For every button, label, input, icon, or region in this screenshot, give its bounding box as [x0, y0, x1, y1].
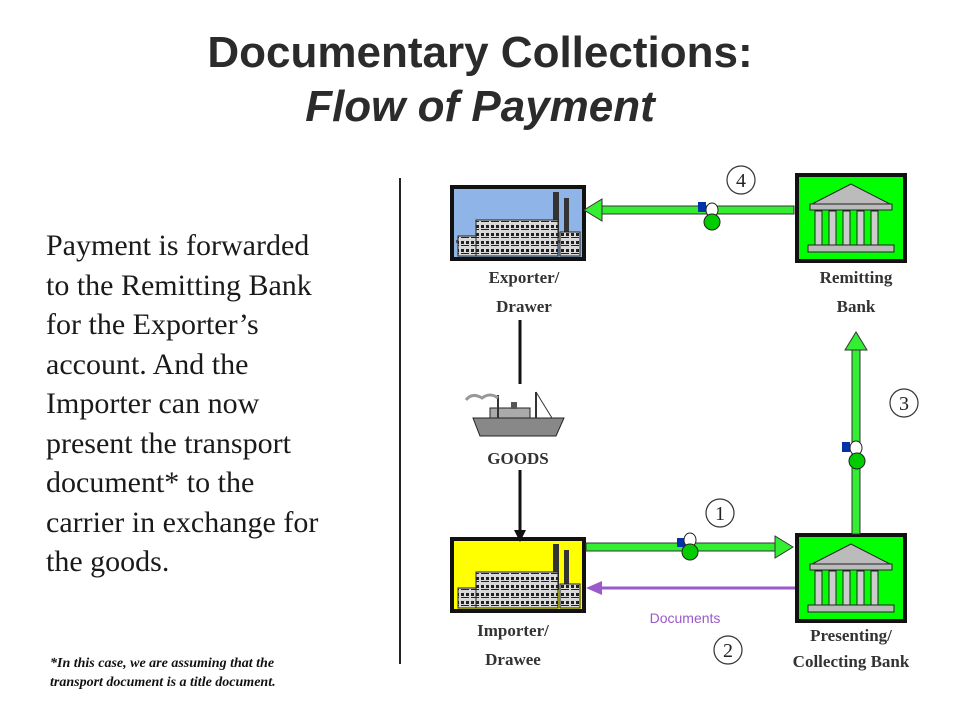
presenting-label-line-1: Presenting/: [810, 626, 892, 645]
money-bag-icon-1: [677, 532, 699, 561]
presenting-bank-icon: [795, 533, 907, 623]
money-bag-icon-4: [698, 202, 721, 231]
step-badge-1: 1: [705, 498, 735, 528]
cargo-ship-icon: [464, 391, 565, 437]
body-paragraph: Payment is forwarded to the Remitting Ba…: [46, 229, 319, 578]
goods-arrowhead: [514, 530, 526, 542]
documents-label: Documents: [650, 610, 721, 626]
presenting-label-line-2: Collecting Bank: [793, 652, 910, 671]
step-badge-2: 2: [713, 635, 743, 665]
payment-arrow-4: [583, 198, 795, 222]
remitting-label-line-2: Bank: [837, 297, 876, 316]
divider-line: [399, 178, 401, 664]
step-badge-4: 4: [726, 165, 756, 195]
exporter-label-line-1: Exporter/: [489, 268, 560, 287]
slide-title: Documentary Collections: Flow of Payment: [0, 26, 960, 134]
title-line-2: Flow of Payment: [305, 82, 655, 131]
importer-factory-icon: [450, 537, 586, 613]
exporter-factory-icon: [450, 185, 586, 261]
footnote: *In this case, we are assuming that the …: [50, 656, 276, 690]
step-number-3: 3: [899, 393, 909, 415]
payment-arrow-3: [844, 331, 868, 535]
remitting-bank-icon: [795, 173, 907, 263]
step-number-1: 1: [715, 503, 725, 525]
money-bag-icon-3: [842, 440, 866, 470]
step-badge-3: 3: [889, 388, 919, 418]
remitting-label-line-1: Remitting: [820, 268, 893, 287]
importer-label-line-2: Drawee: [485, 650, 541, 669]
importer-label-line-1: Importer/: [477, 621, 549, 640]
step-number-2: 2: [723, 640, 733, 662]
step-number-4: 4: [736, 170, 746, 192]
exporter-label-line-2: Drawer: [496, 297, 552, 316]
goods-label: GOODS: [487, 449, 548, 468]
documents-arrow-2: [586, 581, 795, 595]
title-line-1: Documentary Collections:: [207, 28, 753, 77]
